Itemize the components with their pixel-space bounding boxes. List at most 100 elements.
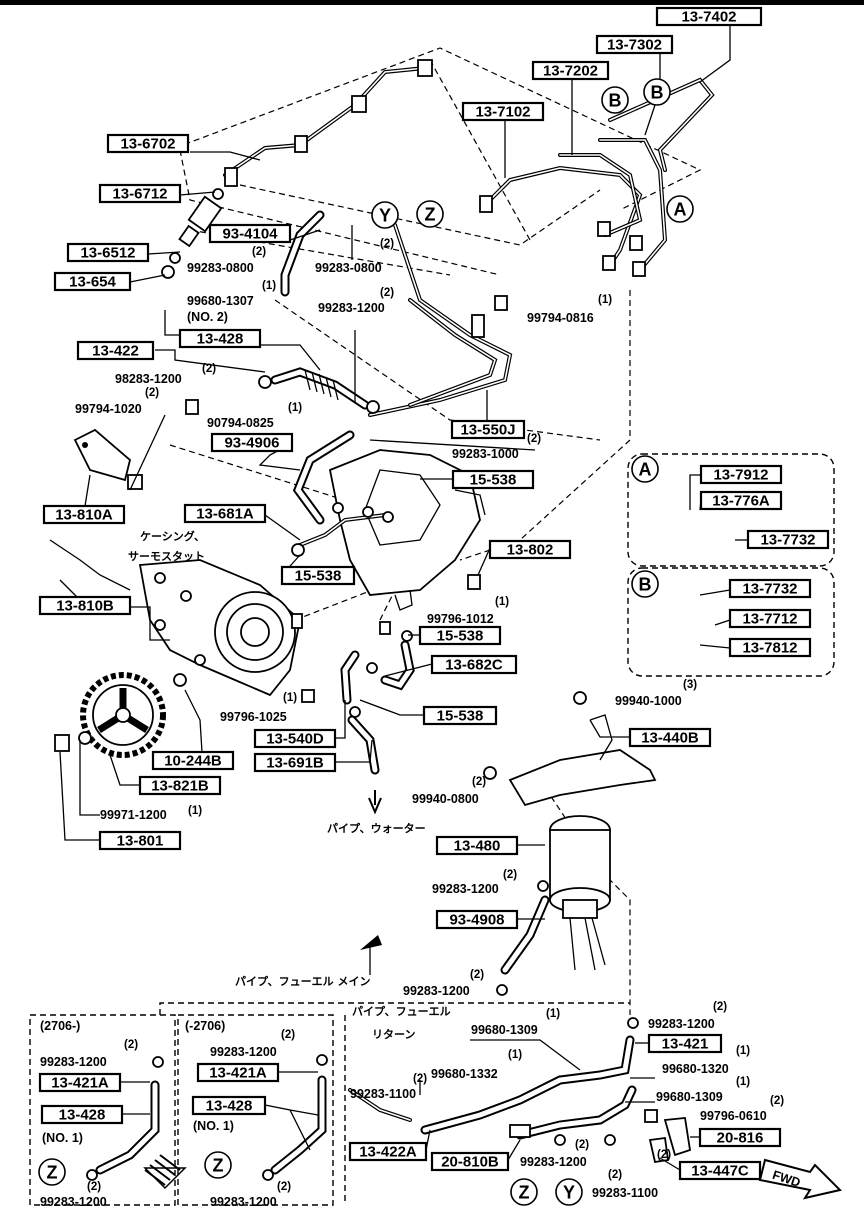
label-text: 13-421 — [662, 1036, 709, 1053]
callout-Z: Z — [416, 200, 444, 228]
part-label-13-422: 13-422 — [76, 340, 155, 361]
hose-93-4906 — [292, 430, 355, 525]
part-number-note: 99283-1000 — [452, 447, 519, 461]
label-text: 13-682C — [445, 657, 503, 674]
label-text: 93-4908 — [449, 912, 504, 929]
part-number-note: (-2706) — [185, 1019, 225, 1033]
part-label-13-7732: 13-7732 — [728, 578, 812, 599]
label-text: 15-538 — [470, 472, 517, 489]
part-number-note: 99283-0800 — [187, 261, 254, 275]
label-text: 13-7712 — [742, 611, 797, 628]
label-text: 13-7202 — [543, 63, 598, 80]
part-label-13-428: 13-428 — [178, 328, 262, 349]
part-label-13-421A: 13-421A — [196, 1062, 280, 1083]
callout-circle — [666, 195, 694, 223]
label-box — [38, 1072, 122, 1093]
part-label-13-7912: 13-7912 — [699, 464, 783, 485]
label-box — [628, 727, 712, 748]
panel-hoses — [86, 1054, 328, 1190]
quantity-note: (1) — [736, 1076, 750, 1088]
label-box — [418, 625, 502, 646]
part-label-13-681A: 13-681A — [183, 503, 267, 524]
label-box — [647, 1033, 723, 1054]
label-box — [531, 60, 610, 81]
label-text: 13-6712 — [112, 186, 167, 203]
label-text: 93-4104 — [222, 226, 278, 243]
label-text: 13-550J — [460, 422, 515, 439]
part-number-note: 99940-0800 — [412, 792, 479, 806]
part-label-13-7712: 13-7712 — [728, 608, 812, 629]
label-box — [42, 504, 126, 525]
label-text: 15-538 — [437, 628, 484, 645]
label-box — [430, 1151, 510, 1172]
part-number-note: (2706-) — [40, 1019, 80, 1033]
part-label-13-447C: 13-447C — [678, 1160, 762, 1181]
quantity-note: (2) — [770, 1095, 784, 1107]
callout-letter: Z — [519, 1183, 530, 1203]
label-box — [422, 705, 498, 726]
part-label-13-7732: 13-7732 — [746, 529, 830, 550]
part-number-note: (NO. 1) — [42, 1131, 83, 1145]
quantity-note: (1) — [283, 692, 297, 704]
callout-Z: Z — [204, 1151, 232, 1179]
label-text: 15-538 — [295, 568, 342, 585]
callout-letter: Y — [379, 206, 391, 226]
label-box — [98, 183, 182, 204]
callout-circle — [416, 200, 444, 228]
quantity-note: (1) — [262, 280, 276, 292]
part-label-13-802: 13-802 — [488, 539, 572, 560]
part-label-13-6712: 13-6712 — [98, 183, 182, 204]
label-box — [746, 529, 830, 550]
part-number-note: 99794-1020 — [75, 402, 142, 416]
part-label-13-440B: 13-440B — [628, 727, 712, 748]
label-box — [76, 340, 155, 361]
label-box — [183, 503, 267, 524]
part-number-note: 99796-0610 — [700, 1109, 767, 1123]
quantity-note: (2) — [145, 387, 159, 399]
label-text: 13-7732 — [760, 532, 815, 549]
part-number-note: 99940-1000 — [615, 694, 682, 708]
part-label-13-7102: 13-7102 — [461, 101, 545, 122]
label-box — [106, 133, 190, 154]
callout-Y: Y — [555, 1178, 583, 1206]
label-text: 13-6512 — [80, 245, 135, 262]
part-label-93-4906: 93-4906 — [210, 432, 294, 453]
label-text: 13-422 — [92, 343, 139, 360]
label-text: 13-540D — [266, 731, 324, 748]
part-number-note: 99283-1200 — [648, 1017, 715, 1031]
label-text: 13-654 — [69, 274, 116, 291]
label-text: 13-7402 — [681, 9, 736, 26]
label-box — [595, 34, 674, 55]
label-text: 13-821B — [151, 778, 209, 795]
quantity-note: (2) — [657, 1149, 671, 1161]
part-number-note: 99283-1200 — [210, 1195, 277, 1209]
label-box — [38, 595, 132, 616]
label-text: 13-428 — [197, 331, 244, 348]
label-text: 13-810B — [56, 598, 114, 615]
label-text: 13-7812 — [742, 640, 797, 657]
quantity-note: (1) — [598, 294, 612, 306]
part-label-10-244B: 10-244B — [151, 750, 235, 771]
callout-letter: Y — [563, 1183, 575, 1203]
part-number-note: 99680-1309 — [471, 1023, 538, 1037]
part-label-15-538: 15-538 — [418, 625, 502, 646]
label-text: 13-802 — [507, 542, 554, 559]
part-label-13-7812: 13-7812 — [728, 637, 812, 658]
quantity-note: (2) — [202, 363, 216, 375]
injection-pipes — [223, 59, 715, 277]
part-label-13-421A: 13-421A — [38, 1072, 122, 1093]
quantity-note: (2) — [470, 969, 484, 981]
quantity-note: (2) — [277, 1181, 291, 1193]
quantity-note: (1) — [508, 1049, 522, 1061]
label-box — [280, 565, 356, 586]
label-box — [435, 909, 519, 930]
label-box — [208, 223, 292, 244]
part-label-15-538: 15-538 — [422, 705, 498, 726]
label-text: 13-7732 — [742, 581, 797, 598]
callout-Y: Y — [371, 201, 399, 229]
quantity-note: (2) — [124, 1039, 138, 1051]
callout-circle — [38, 1158, 66, 1186]
quantity-note: (2) — [380, 287, 394, 299]
callout-circle — [510, 1178, 538, 1206]
quantity-note: (2) — [252, 246, 266, 258]
